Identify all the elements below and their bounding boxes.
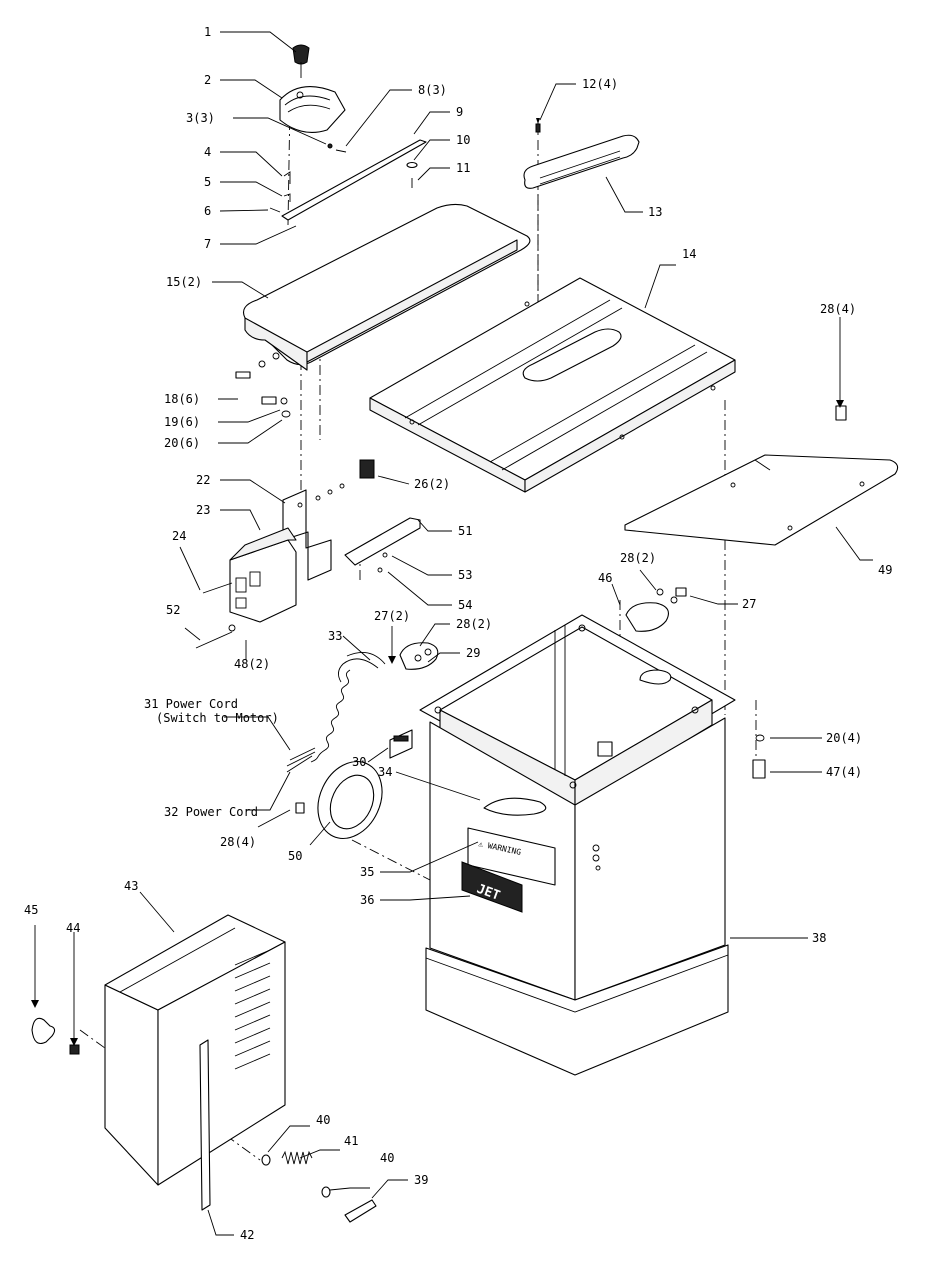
callout-12: 12(4) [582, 77, 618, 91]
callout-labels: 1 2 3(3) 4 5 6 7 8(3) 9 10 11 12(4) 13 1… [24, 25, 892, 1242]
callout-6: 6 [204, 204, 211, 218]
callout-28-ring: 28(4) [220, 835, 256, 849]
side-shelf [624, 405, 899, 546]
callout-2: 2 [204, 73, 211, 87]
table-bolts [235, 352, 291, 418]
callout-7: 7 [204, 237, 211, 251]
louvers [234, 949, 271, 1070]
callout-18: 18(6) [164, 392, 200, 406]
callout-51: 51 [458, 524, 472, 538]
callout-40a: 40 [316, 1113, 330, 1127]
callout-54: 54 [458, 598, 472, 612]
callout-32: 32 Power Cord [164, 805, 258, 819]
callout-23: 23 [196, 503, 210, 517]
callout-48: 48(2) [234, 657, 270, 671]
miter-bar [281, 139, 427, 221]
callout-31-line2: (Switch to Motor) [156, 711, 279, 725]
callout-28-shelf: 28(4) [820, 302, 856, 316]
callout-10: 10 [456, 133, 470, 147]
power-cord [286, 651, 386, 773]
callout-4: 4 [204, 145, 211, 159]
miter-gauge-body [279, 86, 346, 133]
cabinet [419, 614, 736, 1076]
callout-19: 19(6) [164, 415, 200, 429]
callout-53: 53 [458, 568, 472, 582]
callout-39: 39 [414, 1173, 428, 1187]
switch-bracket-51 [344, 517, 421, 566]
leader-lines [34, 31, 873, 1236]
callout-36: 36 [360, 893, 374, 907]
callout-44: 44 [66, 921, 80, 935]
insert-plate [523, 134, 640, 189]
cover-hardware [31, 1017, 377, 1223]
table-insert [523, 120, 640, 189]
spring-41 [281, 1150, 313, 1165]
callout-29: 29 [466, 646, 480, 660]
label-30 [389, 729, 413, 759]
callout-11: 11 [456, 161, 470, 175]
cover-side [157, 941, 286, 1186]
callout-42: 42 [240, 1228, 254, 1242]
callout-35: 35 [360, 865, 374, 879]
shelf-plate [624, 454, 899, 546]
callout-28-cord: 28(2) [456, 617, 492, 631]
dust-port-ring [295, 761, 383, 839]
rod-42 [199, 1039, 211, 1211]
bottom-right-bolts [752, 734, 766, 779]
callout-46: 46 [598, 571, 612, 585]
callout-15: 15(2) [166, 275, 202, 289]
plate-46 [625, 602, 669, 632]
callout-27: 27 [742, 597, 756, 611]
callout-31-line1: 31 Power Cord [144, 697, 238, 711]
cabinet-side [574, 717, 726, 1001]
callout-43: 43 [124, 879, 138, 893]
cast-iron-table [369, 277, 736, 481]
switch-assembly [195, 459, 421, 649]
callout-38: 38 [812, 931, 826, 945]
cabinet-base [425, 944, 729, 1076]
cover-front [104, 984, 159, 1186]
callout-20-4: 20(4) [826, 731, 862, 745]
coiled-cord [310, 669, 351, 763]
callout-28-plate: 28(2) [620, 551, 656, 565]
knob-45 [31, 1017, 56, 1045]
bolt-39 [344, 1199, 377, 1223]
callout-22: 22 [196, 473, 210, 487]
callout-27-2: 27(2) [374, 609, 410, 623]
callout-50: 50 [288, 849, 302, 863]
callout-33: 33 [328, 629, 342, 643]
table-top [242, 203, 736, 493]
callout-3: 3(3) [186, 111, 215, 125]
callout-8: 8(3) [418, 83, 447, 97]
callout-47: 47(4) [826, 765, 862, 779]
callout-30: 30 [352, 755, 366, 769]
knob-1 [292, 44, 310, 65]
callout-5: 5 [204, 175, 211, 189]
callout-26: 26(2) [414, 477, 450, 491]
miter-gauge-assembly [269, 44, 427, 221]
callout-52: 52 [166, 603, 180, 617]
callout-9: 9 [456, 105, 463, 119]
arrowheads [31, 118, 844, 1046]
plate-29 [399, 642, 439, 670]
callout-1: 1 [204, 25, 211, 39]
callout-41: 41 [344, 1134, 358, 1148]
jet-logo-plate [461, 861, 523, 913]
callout-49: 49 [878, 563, 892, 577]
callout-20: 20(6) [164, 436, 200, 450]
mount-plates [399, 587, 687, 670]
callout-13: 13 [648, 205, 662, 219]
motor-cover [104, 914, 286, 1211]
callout-45: 45 [24, 903, 38, 917]
callout-40b: 40 [380, 1151, 394, 1165]
callout-24: 24 [172, 529, 186, 543]
warning-label [467, 827, 556, 886]
callout-14: 14 [682, 247, 696, 261]
callout-34: 34 [378, 765, 392, 779]
